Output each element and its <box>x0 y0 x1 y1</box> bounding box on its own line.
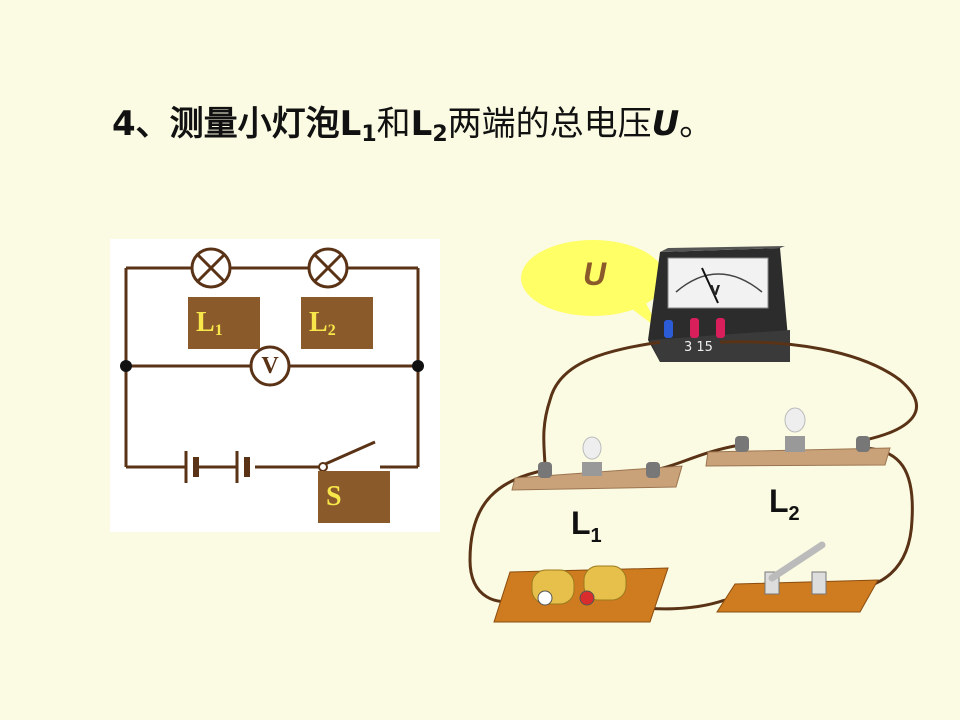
schematic-lamp1-label: L1 <box>188 297 260 349</box>
voltmeter-symbol <box>249 345 291 387</box>
title-number: 4、测量小灯泡 <box>112 104 340 144</box>
slide-title: 4、测量小灯泡L1和L2两端的总电压U。 <box>112 96 713 147</box>
switch-device <box>716 541 879 613</box>
lamp1-board <box>511 436 683 491</box>
scene-lamp2-label: L2 <box>769 483 800 525</box>
apparatus-drawing <box>468 240 918 623</box>
schematic-lamp2-label: L2 <box>301 297 373 349</box>
lamp2-symbol <box>307 247 349 289</box>
lamp1-symbol <box>190 247 232 289</box>
lamp2-board <box>705 407 891 467</box>
battery-holder <box>493 565 669 623</box>
title-end: 。 <box>679 104 714 144</box>
bubble-u-label: U <box>583 256 607 292</box>
title-u: U <box>651 104 680 144</box>
title-suffix: 两端的总电压 <box>447 104 652 144</box>
title-l1: L1 <box>339 104 377 147</box>
title-and: 和 <box>376 104 411 144</box>
schematic-voltmeter-label: V <box>261 353 279 379</box>
scene-lamp1-label: L1 <box>571 505 602 547</box>
meter-terminal-labels: 3 15 <box>684 340 713 355</box>
meter-dial-letter: V <box>710 284 721 299</box>
schematic-wiring <box>120 247 424 483</box>
title-l2: L2 <box>410 104 448 147</box>
battery-symbol <box>184 451 250 483</box>
schematic-switch-label: S <box>318 471 390 523</box>
apparatus-scene <box>460 230 960 630</box>
voltmeter-device <box>648 246 790 362</box>
circuit-schematic: L1 L2 V S <box>110 239 440 532</box>
speech-bubble <box>521 240 665 330</box>
